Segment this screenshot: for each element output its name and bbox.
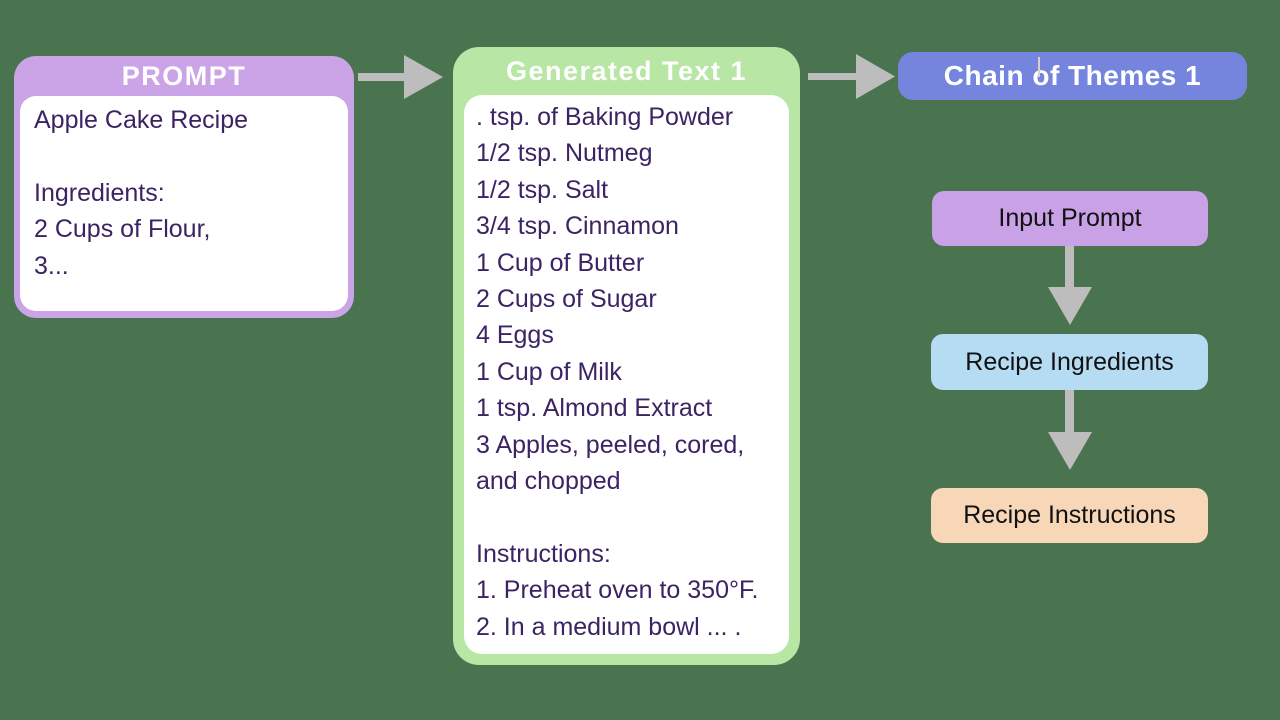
generated-text-line: . tsp. of Baking Powder	[476, 103, 734, 131]
generated-text-line: 1 Cup of Milk	[476, 357, 622, 386]
prompt-text-line: Ingredients:	[34, 178, 165, 207]
generated-text-line: 1 tsp. Almond Extract	[476, 394, 713, 423]
arrow-down-head-icon	[1048, 287, 1092, 325]
flow-step-input-prompt: Input Prompt	[932, 191, 1208, 246]
prompt-text-line: 2 Cups of Flour,	[34, 215, 211, 244]
generated-text-line: and chopped	[476, 467, 621, 496]
generated-text-line: 2. In a medium bowl ... .	[476, 612, 742, 641]
generated-text-line: 1/2 tsp. Salt	[476, 175, 609, 204]
chain-of-themes-box: Chain of Themes 1	[898, 52, 1247, 100]
generated-text-line: 3/4 tsp. Cinnamon	[476, 212, 679, 241]
arrow-right-shaft	[358, 73, 405, 81]
generated-text-line: Instructions:	[476, 539, 611, 568]
generated-text-line: 1/2 tsp. Nutmeg	[476, 139, 653, 168]
prompt-panel-body: Apple Cake Recipe Ingredients: 2 Cups of …	[20, 96, 348, 311]
prompt-panel: PROMPT Apple Cake Recipe Ingredients: 2 C…	[14, 56, 354, 318]
prompt-text-line: Apple Cake Recipe	[34, 106, 249, 134]
prompt-text-line: 3...	[34, 251, 69, 280]
arrow-down-shaft	[1065, 390, 1074, 433]
generated-text-line: 4 Eggs	[476, 321, 554, 350]
arrow-down-head-icon	[1048, 432, 1092, 470]
generated-text-line: 1 Cup of Butter	[476, 248, 645, 277]
generated-text-line: 2 Cups of Sugar	[476, 285, 657, 314]
generated-text-panel: Generated Text 1 . tsp. of Baking Powder…	[453, 47, 800, 665]
generated-text-line	[476, 499, 785, 535]
arrow-right-head-icon	[856, 54, 895, 99]
arrow-right-shaft	[808, 73, 857, 80]
arrow-right-head-icon	[404, 55, 443, 99]
flow-step-recipe-instructions: Recipe Instructions	[931, 488, 1208, 543]
flow-step-recipe-ingredients: Recipe Ingredients	[931, 334, 1208, 390]
stray-caret-mark	[1038, 57, 1040, 77]
arrow-down-shaft	[1065, 246, 1074, 288]
prompt-text-line	[34, 138, 334, 174]
prompt-panel-title: PROMPT	[121, 60, 247, 91]
generated-text-line: 1. Preheat oven to 350°F.	[476, 576, 759, 605]
generated-text-line: 3 Apples, peeled, cored,	[476, 430, 745, 459]
generated-text-panel-title: Generated Text 1	[505, 55, 748, 86]
generated-text-panel-body: . tsp. of Baking Powder 1/2 tsp. Nutmeg 1/…	[464, 95, 789, 654]
